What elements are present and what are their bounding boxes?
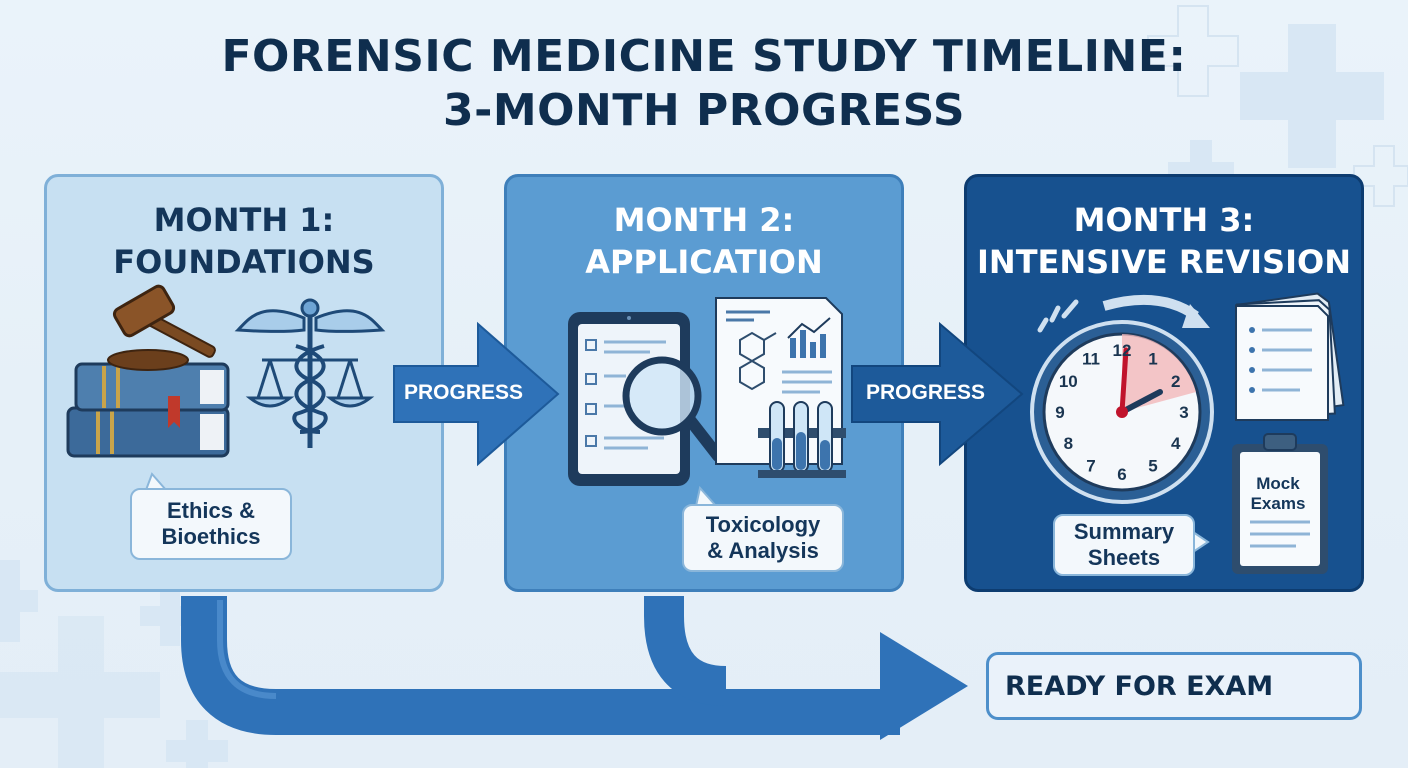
clock-number: 6 — [1117, 465, 1126, 484]
clock-number: 1 — [1148, 349, 1157, 368]
month-2-callout-line-1: Toxicology — [705, 512, 821, 537]
month-3-callout: Summary Sheets — [1053, 514, 1195, 576]
month-3-heading: MONTH 3: INTENSIVE REVISION — [967, 199, 1361, 283]
month-3-callout-line-1: Summary — [1073, 519, 1175, 544]
clock-number: 8 — [1064, 434, 1073, 453]
scales-icon — [245, 358, 375, 408]
month-2-heading-line-1: MONTH 2: — [613, 201, 795, 239]
month-2-callout: Toxicology & Analysis — [682, 504, 844, 572]
progress-label-1: PROGRESS — [404, 381, 524, 404]
magnifier-icon — [622, 356, 724, 462]
clock-number: 12 — [1113, 341, 1132, 360]
clock-number: 3 — [1179, 403, 1188, 422]
month-1-heading-line-2: FOUNDATIONS — [113, 243, 375, 281]
clock-number: 9 — [1055, 403, 1064, 422]
title-line-1: FORENSIC MEDICINE STUDY TIMELINE: — [221, 31, 1187, 82]
clock-number: 4 — [1171, 434, 1181, 453]
clock-number: 10 — [1059, 372, 1078, 391]
ready-for-exam-label: READY FOR EXAM — [1005, 671, 1274, 702]
clock-number: 11 — [1082, 349, 1100, 368]
title-line-2: 3-MONTH PROGRESS — [442, 85, 966, 136]
month-2-callout-line-2: & Analysis — [707, 538, 819, 563]
test-tubes-icon — [758, 401, 846, 478]
mock-exams-line-2: Exams — [1250, 494, 1306, 513]
ready-for-exam-badge: READY FOR EXAM — [986, 652, 1362, 720]
month-2-heading: MONTH 2: APPLICATION — [507, 199, 901, 283]
progress-arrow-2 — [851, 321, 1024, 467]
caduceus-icon — [234, 298, 386, 448]
month-3-heading-line-2: INTENSIVE REVISION — [977, 243, 1351, 281]
gavel-icon — [107, 284, 216, 371]
mock-exams-line-1: Mock — [1256, 474, 1300, 493]
month-3-callout-line-2: Sheets — [1087, 545, 1161, 570]
clipboard-icon — [1232, 433, 1328, 574]
books-icon — [66, 362, 230, 458]
month-1-callout: Ethics & Bioethics — [130, 488, 292, 560]
month-1-callout-line-1: Ethics & — [166, 498, 256, 523]
mock-exams-label: Mock Exams — [1240, 474, 1316, 514]
month-3-heading-line-1: MONTH 3: — [1073, 201, 1255, 239]
paper-stack-icon — [1235, 292, 1345, 421]
month-1-panel: MONTH 1: FOUNDATIONS — [44, 174, 444, 592]
month-2-heading-line-2: APPLICATION — [585, 243, 823, 281]
page-title: FORENSIC MEDICINE STUDY TIMELINE: 3-MONT… — [0, 30, 1408, 138]
clock-number: 7 — [1086, 457, 1095, 476]
progress-label-2: PROGRESS — [866, 381, 986, 404]
month-1-heading: MONTH 1: FOUNDATIONS — [47, 199, 441, 283]
progress-arrow-1 — [393, 321, 560, 467]
clock-number: 2 — [1171, 372, 1180, 391]
clock-number: 5 — [1148, 457, 1157, 476]
month-1-callout-line-2: Bioethics — [161, 524, 261, 549]
chemistry-report-icon — [715, 297, 843, 465]
month-1-heading-line-1: MONTH 1: — [153, 201, 335, 239]
